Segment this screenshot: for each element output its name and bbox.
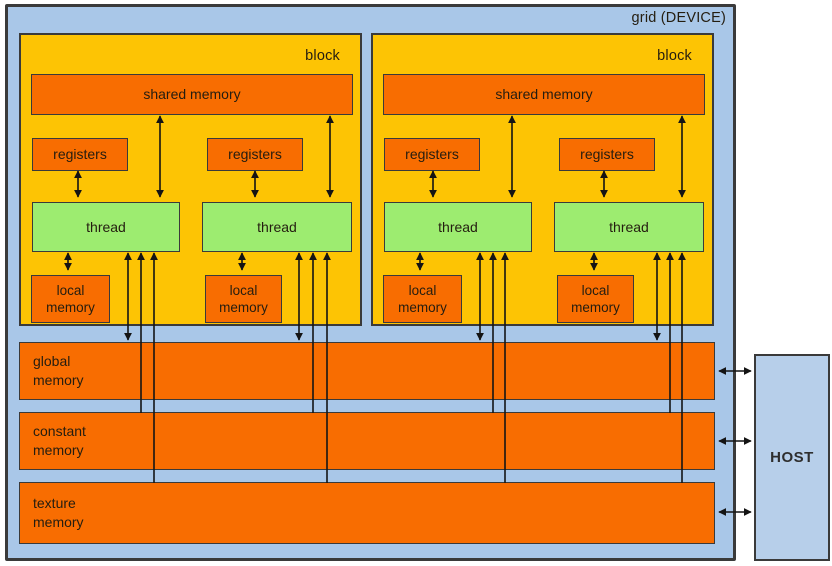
block-1-label: block [305,48,340,64]
block-1-registers-2: registers [207,138,303,171]
global-memory-label: global memory [33,353,84,388]
block-2-local-memory-1: local memory [383,275,462,323]
block-1-local-memory-2: local memory [205,275,282,323]
grid-device-label: grid (DEVICE) [631,10,726,26]
block-1-local-memory-1: local memory [31,275,110,323]
block-1-thread-1: thread [32,202,180,252]
host-label: HOST [770,449,814,466]
block-2-registers-1: registers [384,138,480,171]
constant-memory-label: constant memory [33,423,86,458]
constant-memory-bar: constant memory [19,412,715,470]
global-memory-bar: global memory [19,342,715,400]
block-2-label: block [657,48,692,64]
block-2-registers-2: registers [559,138,655,171]
texture-memory-bar: texture memory [19,482,715,544]
block-2: block shared memory registers registers … [371,33,714,326]
block-1-shared-memory: shared memory [31,74,353,115]
host-box: HOST [754,354,830,561]
block-2-thread-2: thread [554,202,704,252]
block-2-shared-memory: shared memory [383,74,705,115]
block-1-registers-1: registers [32,138,128,171]
block-1-thread-2: thread [202,202,352,252]
block-1: block shared memory registers registers … [19,33,362,326]
texture-memory-label: texture memory [33,495,84,530]
block-2-thread-1: thread [384,202,532,252]
block-2-local-memory-2: local memory [557,275,634,323]
